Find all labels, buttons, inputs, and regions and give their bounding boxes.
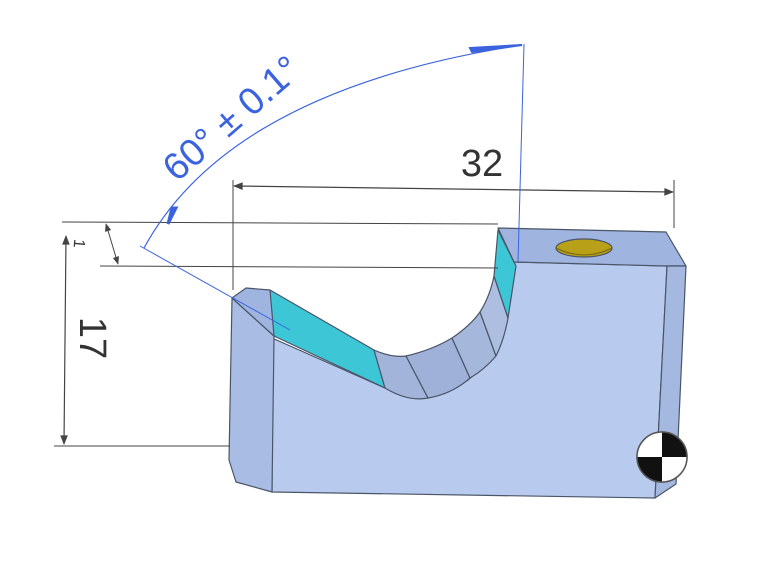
- angle-dimension-label: 60° ± 0.1°: [155, 48, 309, 190]
- dimension-width: 32: [232, 143, 675, 290]
- width-dimension-label: 32: [461, 143, 503, 185]
- height-dimension-label: 17: [71, 317, 113, 359]
- groove-wall-cyan: [493, 229, 517, 319]
- small-dimension-label: 1: [70, 238, 88, 248]
- hole-inner: [555, 247, 613, 256]
- front-face: [271, 261, 668, 499]
- origin-marker-icon: [636, 431, 688, 483]
- dimension-small: 1: [70, 223, 499, 269]
- hole: [555, 238, 613, 258]
- dimension-height: 17: [54, 221, 499, 447]
- machined-part: [228, 227, 687, 499]
